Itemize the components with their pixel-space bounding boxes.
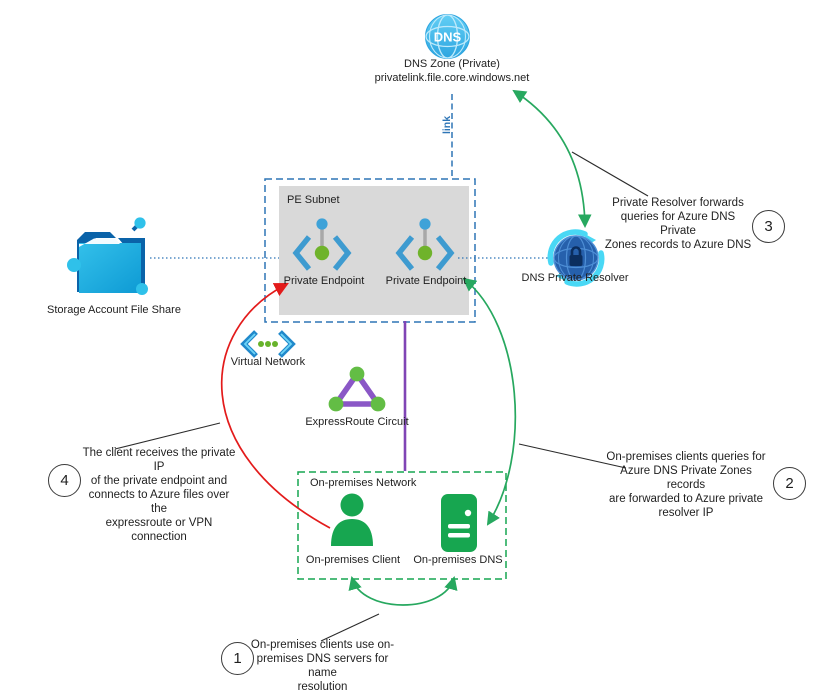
annotation-2-number: 2: [773, 467, 806, 500]
leader-line-2: [518, 443, 627, 469]
arrow-resolver-to-dnszone: [512, 89, 592, 229]
annotation-4-number: 4: [48, 464, 81, 497]
onprem-dns-label: On-premises DNS: [413, 554, 503, 566]
annotation-3-number-text: 3: [764, 218, 773, 235]
private-endpoint-right-label: Private Endpoint: [385, 275, 467, 287]
virtual-network-icon: [240, 330, 296, 358]
arrow-onpremdns-to-endpoint: [462, 277, 517, 526]
leader-line-3: [571, 151, 649, 197]
dns-zone-sublabel: privatelink.file.core.windows.net: [374, 72, 530, 84]
dns-zone-label: DNS Zone (Private): [404, 58, 500, 70]
arrow-client-to-onpremdns: [348, 576, 458, 606]
expressroute-circuit-label: ExpressRoute Circuit: [305, 416, 409, 428]
annotation-3-text: Private Resolver forwards queries for Az…: [604, 197, 752, 251]
private-endpoint-left-icon: [292, 218, 352, 271]
onprem-client-icon: [331, 493, 373, 546]
annotation-1-number: 1: [221, 642, 254, 675]
svg-text:DNS: DNS: [434, 30, 462, 45]
arrow-client-to-endpoint: [220, 283, 331, 529]
expressroute-circuit-icon: [328, 366, 386, 412]
private-endpoint-right-icon: [395, 218, 455, 271]
annotation-2-number-text: 2: [785, 475, 794, 492]
dns-private-resolver-icon: [547, 229, 605, 287]
onprem-dns-icon: [441, 494, 477, 552]
pe-subnet-label: PE Subnet: [287, 194, 340, 206]
leader-line-4: [114, 422, 221, 450]
onprem-client-label: On-premises Client: [305, 554, 401, 566]
onprem-network-label: On-premises Network: [310, 477, 417, 489]
private-endpoint-left-label: Private Endpoint: [283, 275, 365, 287]
annotation-1-number-text: 1: [233, 650, 242, 667]
pe-subnet-box: [279, 186, 469, 315]
link-label: link: [441, 115, 453, 135]
annotation-4-text: The client receives the private IP of th…: [82, 447, 236, 543]
storage-file-share-icon: [67, 217, 148, 295]
annotation-1-text: On-premises clients use on- premises DNS…: [250, 639, 395, 691]
annotation-3-number: 3: [752, 210, 785, 243]
vnet-dashed-box: [264, 178, 476, 323]
dns-private-resolver-label: DNS Private Resolver: [521, 272, 629, 284]
annotation-4-number-text: 4: [60, 472, 69, 489]
dns-zone-icon: DNS: [425, 14, 470, 59]
annotation-2-text: On-premises clients queries for Azure DN…: [606, 451, 766, 519]
leader-line-1: [320, 613, 380, 642]
virtual-network-label: Virtual Network: [230, 356, 306, 368]
storage-file-share-label: Storage Account File Share: [47, 304, 181, 316]
